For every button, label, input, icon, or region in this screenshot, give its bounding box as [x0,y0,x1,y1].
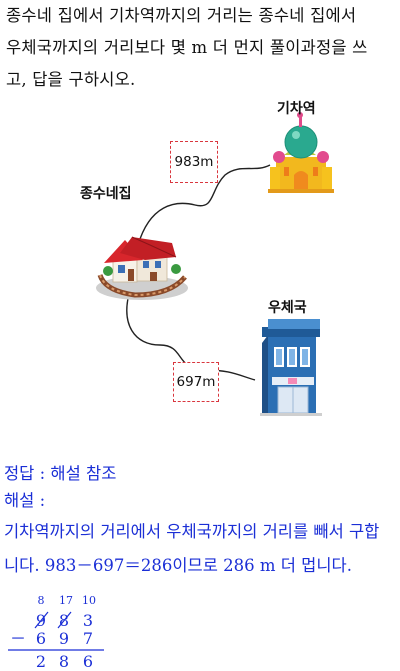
distance-station-box: 983m [170,141,218,183]
borrow-digit: 8 [38,594,45,607]
subtrahend-digit: 6 [36,629,46,648]
borrow-digit: 17 [59,594,73,607]
result-digit: 6 [83,652,93,671]
explanation-line-2: 니다. 983－697＝286이므로 286 m 더 멉니다. [4,556,352,575]
minuend-digit: 8 [59,611,69,630]
minuend-digit: 3 [83,611,93,630]
distance-post-box: 697m [173,362,219,402]
strike-mark [57,611,72,629]
question-text: 종수네 집에서 기차역까지의 거리는 종수네 집에서 우체국까지의 거리보다 몇… [6,0,398,96]
minus-operator: － [10,629,26,648]
explanation-line-1: 기차역까지의 거리에서 우체국까지의 거리를 빼서 구합 [4,522,380,541]
house-icon [96,236,188,300]
train-station-icon [268,112,334,193]
route-lines [96,112,334,416]
subtrahend-digit: 9 [59,629,69,648]
borrow-digit: 10 [82,594,96,607]
post-office-icon [260,319,322,416]
question-line-1: 종수네 집에서 기차역까지의 거리는 종수네 집에서 [6,6,357,25]
result-digit: 8 [59,652,69,671]
post-office-label: 우체국 [268,300,307,316]
result-digit: 2 [36,652,46,671]
station-label: 기차역 [277,101,316,117]
map-figure: 기차역 종수네집 우체국 983m 697m [0,95,400,425]
home-label: 종수네집 [80,186,132,202]
explanation-title: 해설 : [4,491,46,510]
minuend-digit: 9 [36,611,46,630]
correct-answer: 정답 : 해설 참조 [4,464,117,483]
question-line-2: 우체국까지의 거리보다 몇 m 더 먼지 풀이과정을 쓰 [6,38,368,57]
strike-mark [34,611,49,629]
subtrahend-digit: 7 [83,629,93,648]
question-line-3: 고, 답을 구하시오. [6,70,136,89]
